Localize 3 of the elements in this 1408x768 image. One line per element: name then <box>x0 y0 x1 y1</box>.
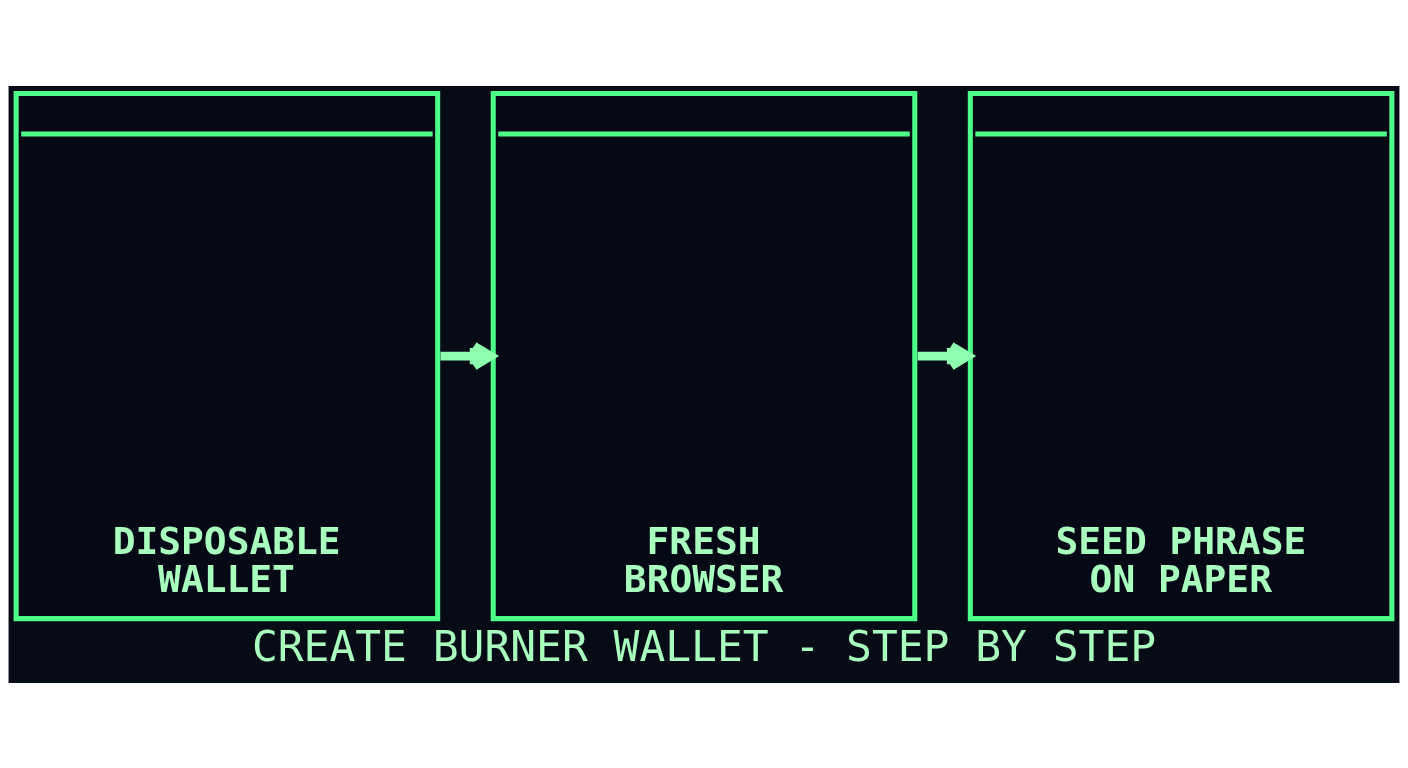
caption: CREATE BURNER WALLET - STEP BY STEP <box>251 620 1157 671</box>
arrow <box>440 341 496 370</box>
arrow <box>917 341 973 370</box>
